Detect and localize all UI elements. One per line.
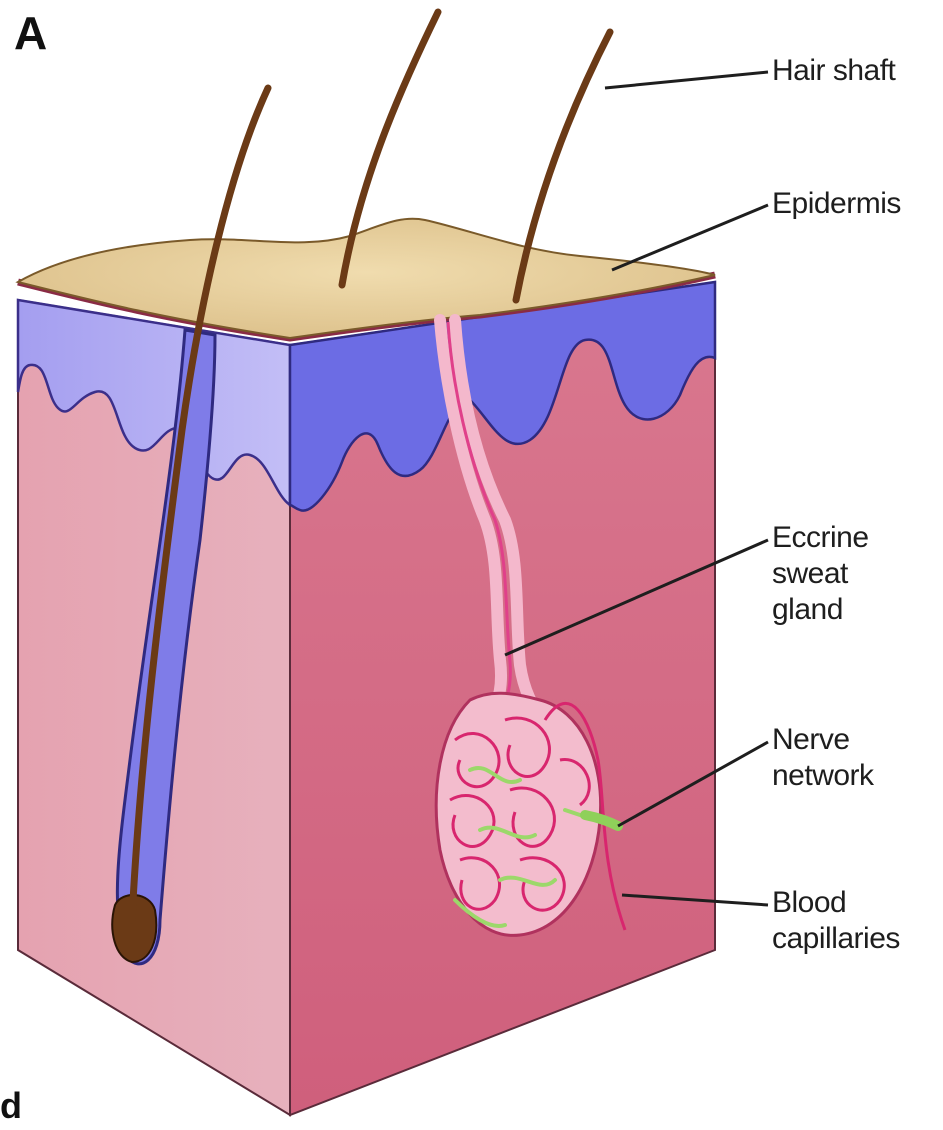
leader-hair-shaft: [605, 72, 768, 88]
label-eccrine-line-1: Eccrine: [772, 520, 869, 556]
label-blood-capillaries: Blood capillaries: [772, 885, 900, 957]
label-eccrine-line-2: sweat: [772, 556, 869, 592]
label-blood-line-1: Blood: [772, 885, 900, 921]
label-epidermis: Epidermis: [772, 186, 901, 222]
label-hair-shaft: Hair shaft: [772, 53, 895, 89]
label-epidermis-text: Epidermis: [772, 186, 901, 222]
label-nerve-network: Nerve network: [772, 722, 874, 794]
corner-letter: d: [0, 1085, 22, 1127]
label-nerve-line-2: network: [772, 758, 874, 794]
label-eccrine-sweat-gland: Eccrine sweat gland: [772, 520, 869, 628]
label-blood-line-2: capillaries: [772, 921, 900, 957]
label-nerve-line-1: Nerve: [772, 722, 874, 758]
label-eccrine-line-3: gland: [772, 592, 869, 628]
label-hair-shaft-text: Hair shaft: [772, 53, 895, 89]
panel-letter: A: [14, 6, 47, 60]
leader-epidermis: [612, 205, 768, 270]
